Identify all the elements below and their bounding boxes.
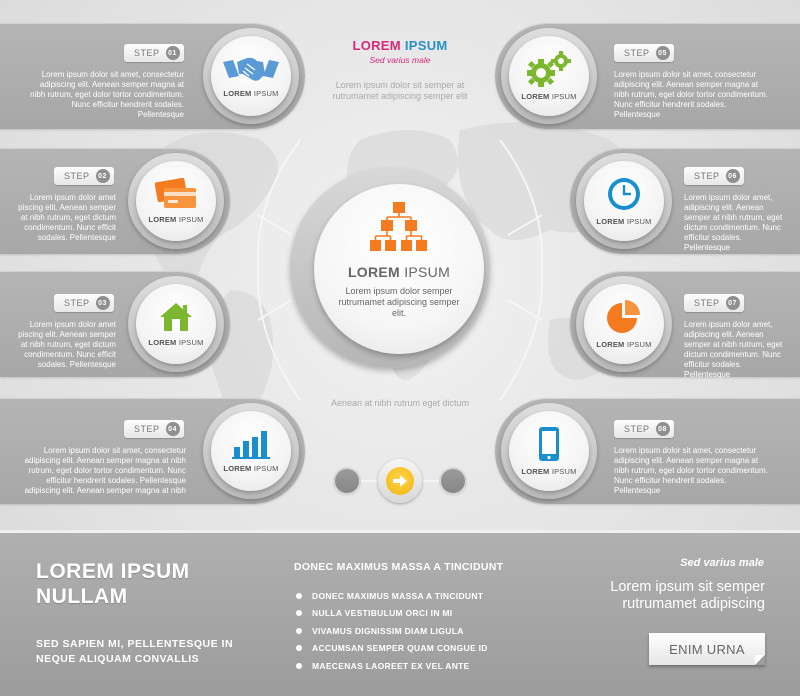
bullet-icon — [296, 662, 302, 669]
step-tag-08: STEP 08 — [614, 420, 674, 438]
step-number: 01 — [165, 46, 180, 60]
list-item: NULLA VESTIBULUM ORCI IN MI — [296, 605, 488, 623]
step-node-07: LOREM IPSUM — [584, 284, 664, 364]
next-arrow-button[interactable] — [386, 467, 414, 495]
step-number: 04 — [165, 422, 180, 436]
credit-cards-icon — [154, 178, 196, 208]
step-text-03: Lorem ipsum dolor amet piscing elit. Aen… — [18, 320, 116, 369]
step-tag-05: STEP 05 — [614, 44, 674, 62]
footer-title: LOREM IPSUM NULLAM — [36, 559, 190, 609]
step-word: STEP — [64, 171, 90, 181]
step-number: 05 — [655, 46, 670, 60]
home-icon — [160, 303, 192, 331]
step-node-06: LOREM IPSUM — [584, 161, 664, 241]
bullet-icon — [296, 627, 302, 634]
footer-panel: LOREM IPSUM NULLAM SED SAPIEN MI, PELLEN… — [0, 530, 800, 696]
step-word: STEP — [694, 171, 720, 181]
bar-chart-icon — [232, 431, 270, 459]
step-node-03: LOREM IPSUM — [136, 284, 216, 364]
footer-sub-line1: SED SAPIEN MI, PELLENTESQUE IN — [36, 638, 234, 650]
arrow-right-icon — [393, 475, 407, 487]
node-label: LOREM IPSUM — [223, 464, 279, 473]
header-text: Lorem ipsum dolor sit semper at rutrumam… — [332, 80, 468, 101]
step-text-04: Lorem ipsum dolor sit amet, consectetur … — [24, 446, 186, 495]
step-text-05: Lorem ipsum dolor sit amet, consectetur … — [614, 70, 768, 119]
enim-urna-button[interactable]: ENIM URNA — [649, 633, 765, 665]
node-label: LOREM IPSUM — [223, 89, 279, 98]
step-word: STEP — [694, 298, 720, 308]
header-title-b: IPSUM — [404, 38, 448, 53]
step-word: STEP — [134, 424, 160, 434]
bullet-icon — [296, 645, 302, 652]
step-text-02: Lorem ipsum dolor amet piscing elit. Aen… — [18, 193, 116, 242]
pie-chart-icon — [607, 300, 640, 333]
step-node-05: LOREM IPSUM — [509, 36, 589, 116]
clock-icon — [608, 178, 640, 210]
step-text-08: Lorem ipsum dolor sit amet, consectetur … — [614, 446, 768, 495]
step-tag-04: STEP 04 — [124, 420, 184, 438]
step-node-08: LOREM IPSUM — [509, 411, 589, 491]
step-word: STEP — [64, 298, 90, 308]
next-dot[interactable] — [441, 469, 465, 493]
step-word: STEP — [624, 48, 650, 58]
lower-text: Aenean at nibh rutrum eget dictum — [330, 398, 470, 408]
list-item: MAECENAS LAOREET EX VEL ANTE — [296, 657, 488, 675]
step-tag-03: STEP 03 — [54, 294, 114, 312]
step-number: 07 — [725, 296, 740, 310]
footer-bullet-list: DONEC MAXIMUS MASSA A TINCIDUNT NULLA VE… — [296, 587, 488, 675]
node-label: LOREM IPSUM — [596, 217, 652, 226]
footer-right-line2: rutrumamet adipiscing — [622, 596, 765, 612]
node-label: LOREM IPSUM — [148, 338, 204, 347]
footer-title-line2: NULLAM — [36, 585, 128, 608]
step-number: 06 — [725, 169, 740, 183]
gears-icon — [527, 51, 571, 87]
list-item: DONEC MAXIMUS MASSA A TINCIDUNT — [296, 587, 488, 605]
footer-title-line1: LOREM IPSUM — [36, 560, 190, 583]
node-label: LOREM IPSUM — [148, 215, 204, 224]
step-number: 08 — [655, 422, 670, 436]
bullet-icon — [296, 592, 302, 599]
bullet-icon — [296, 610, 302, 617]
central-hub: LOREM IPSUM Lorem ipsum dolor semper rut… — [314, 184, 484, 354]
step-word: STEP — [134, 48, 160, 58]
header-title: LOREM IPSUM — [300, 38, 500, 53]
step-tag-07: STEP 07 — [684, 294, 744, 312]
step-word: STEP — [624, 424, 650, 434]
header-subtitle: Sed varius male — [369, 55, 431, 65]
org-chart-icon — [370, 202, 427, 251]
footer-list-title: DONEC MAXIMUS MASSA A TINCIDUNT — [294, 561, 504, 573]
step-number: 03 — [95, 296, 110, 310]
hub-title-light: IPSUM — [404, 264, 451, 280]
hub-text: Lorem ipsum dolor semper rutrumamet adip… — [338, 286, 460, 318]
smartphone-icon — [539, 427, 559, 461]
handshake-icon — [223, 57, 279, 81]
footer-right-line1: Lorem ipsum sit semper — [610, 579, 765, 595]
list-item: ACCUMSAN SEMPER QUAM CONGUE ID — [296, 640, 488, 658]
step-tag-02: STEP 02 — [54, 167, 114, 185]
footer-sub-line2: NEQUE ALIQUAM CONVALLIS — [36, 653, 200, 665]
node-label: LOREM IPSUM — [521, 467, 577, 476]
node-label: LOREM IPSUM — [596, 340, 652, 349]
hub-title: LOREM IPSUM — [348, 264, 450, 280]
step-text-06: Lorem ipsum dolor amet, adipiscing elit.… — [684, 193, 783, 252]
list-item: VIVAMUS DIGNISSIM DIAM LIGULA — [296, 622, 488, 640]
step-text-01: Lorem ipsum dolor sit amet, consectetur … — [30, 70, 184, 119]
step-node-01: LOREM IPSUM — [211, 36, 291, 116]
footer-subtitle: SED SAPIEN MI, PELLENTESQUE IN NEQUE ALI… — [36, 637, 233, 667]
footer-right-text: Lorem ipsum sit semper rutrumamet adipis… — [560, 579, 765, 613]
hub-title-bold: LOREM — [347, 264, 400, 280]
prev-dot[interactable] — [335, 469, 359, 493]
step-node-02: LOREM IPSUM — [136, 161, 216, 241]
step-tag-01: STEP 01 — [124, 44, 184, 62]
node-label: LOREM IPSUM — [521, 92, 577, 101]
step-tag-06: STEP 06 — [684, 167, 744, 185]
header-title-a: LOREM — [352, 38, 401, 53]
connector-lines — [256, 139, 544, 482]
step-text-07: Lorem ipsum dolor amet, adipiscing elit.… — [684, 320, 783, 379]
step-node-04: LOREM IPSUM — [211, 411, 291, 491]
footer-right-title: Sed varius male — [680, 557, 764, 569]
step-number: 02 — [95, 169, 110, 183]
